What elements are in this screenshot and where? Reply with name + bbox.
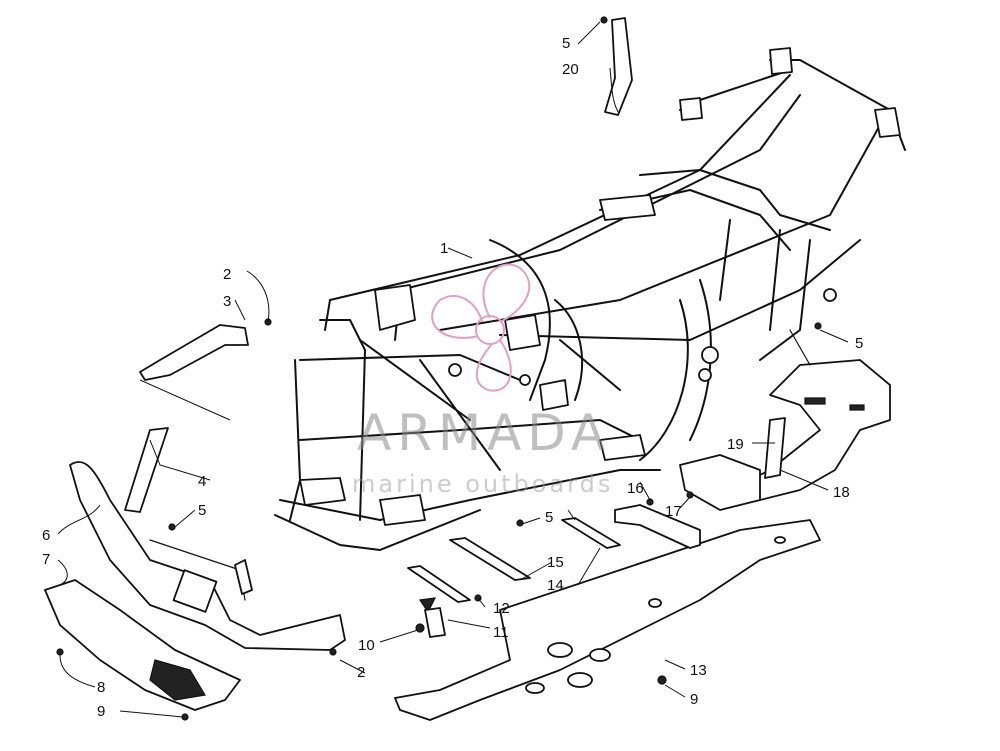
callout-4: 4 <box>198 473 206 490</box>
main-skid-plate <box>394 519 821 721</box>
callout-11: 11 <box>493 624 509 641</box>
fastener <box>814 322 822 330</box>
callout-1: 1 <box>440 240 448 257</box>
fastener <box>516 519 524 527</box>
rear-support <box>679 417 786 511</box>
front-brace <box>124 427 169 513</box>
front-skid-plate <box>44 579 241 721</box>
callout-5-center: 5 <box>545 509 553 526</box>
callout-5-right: 5 <box>855 335 863 352</box>
callout-2-top: 2 <box>223 266 231 283</box>
callout-10: 10 <box>358 637 375 654</box>
callout-14: 14 <box>547 577 564 594</box>
fastener <box>329 648 337 656</box>
callout-5-top: 5 <box>562 35 570 52</box>
rear-rack <box>719 329 891 506</box>
link-bracket <box>407 565 482 638</box>
callout-12: 12 <box>493 600 510 617</box>
callout-19: 19 <box>727 436 744 453</box>
cross-bars <box>449 517 621 581</box>
front-bracket <box>139 318 272 381</box>
callout-17: 17 <box>665 503 682 520</box>
watermark-tagline: marine outboards <box>352 470 613 498</box>
callout-2-bottom: 2 <box>357 664 365 681</box>
front-bumper <box>69 461 346 651</box>
callout-20: 20 <box>562 61 579 78</box>
fastener <box>168 523 176 531</box>
side-bracket <box>614 491 701 549</box>
callout-13: 13 <box>690 662 707 679</box>
fastener <box>657 675 667 685</box>
callout-9-right: 9 <box>690 691 698 708</box>
callout-7: 7 <box>42 551 50 568</box>
armada-watermark: ARMADA marine outboards <box>352 263 613 498</box>
callout-5-left: 5 <box>198 502 206 519</box>
watermark-brand: ARMADA <box>357 404 611 462</box>
propeller-logo <box>431 263 531 392</box>
rear-brace-strip <box>600 16 633 116</box>
main-frame <box>274 47 906 551</box>
callout-9-left: 9 <box>97 703 105 720</box>
callout-18: 18 <box>833 484 850 501</box>
callout-15: 15 <box>547 554 564 571</box>
callout-labels: 1 2 2 3 4 5 5 5 5 6 7 8 9 9 10 11 12 13 … <box>42 35 863 720</box>
callout-8: 8 <box>97 679 105 696</box>
callout-16: 16 <box>627 480 644 497</box>
callout-3: 3 <box>223 293 231 310</box>
leader-lines <box>57 21 849 718</box>
callout-6: 6 <box>42 527 50 544</box>
